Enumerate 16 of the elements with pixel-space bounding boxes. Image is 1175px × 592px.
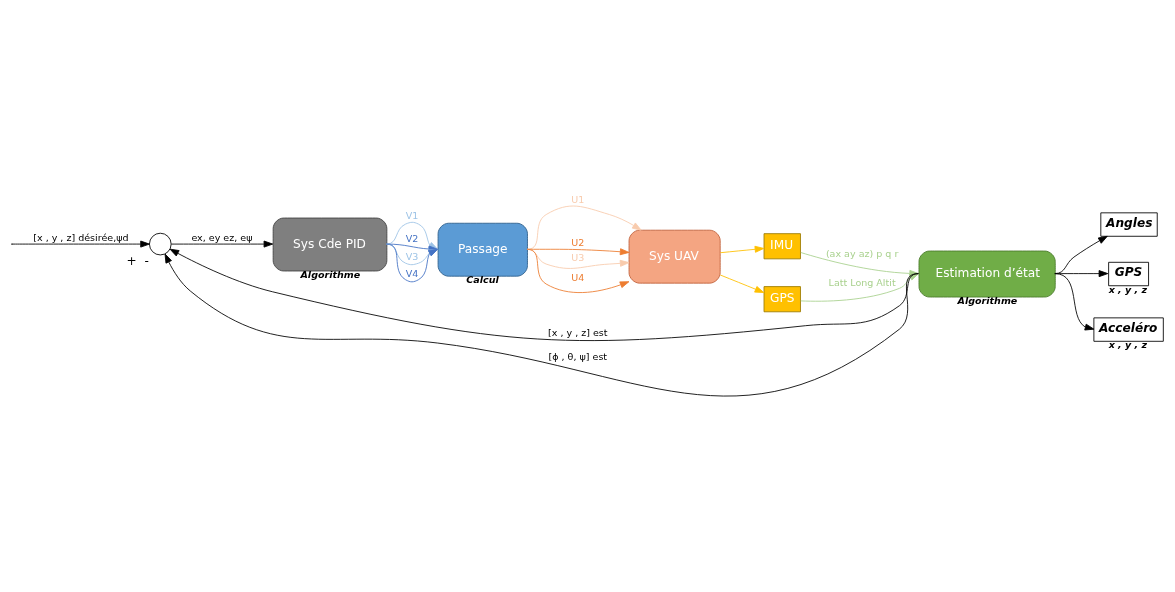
edge-label: Latt Long Altit <box>828 276 896 288</box>
edge-label: [x , y , z] est <box>548 326 608 338</box>
edge-label: U3 <box>571 252 585 264</box>
node-label: + - <box>126 253 149 268</box>
edge-label: [ϕ , θ, ψ] est <box>548 351 608 363</box>
edge-label: U4 <box>571 272 585 284</box>
edge-label: V4 <box>405 267 419 279</box>
edge-label: (ax ay az) p q r <box>825 247 899 259</box>
edge-label: U1 <box>571 194 585 206</box>
edge-label: V1 <box>405 209 419 221</box>
edge-label: U2 <box>571 236 585 248</box>
edge-label: ex, ey ez, eψ <box>191 232 253 244</box>
node-label: x , y , z <box>1108 339 1148 351</box>
edge-label: V3 <box>405 251 419 263</box>
edge-label: V2 <box>405 233 419 245</box>
edge-label: [x , y , z] désirée,ψd <box>33 232 129 244</box>
